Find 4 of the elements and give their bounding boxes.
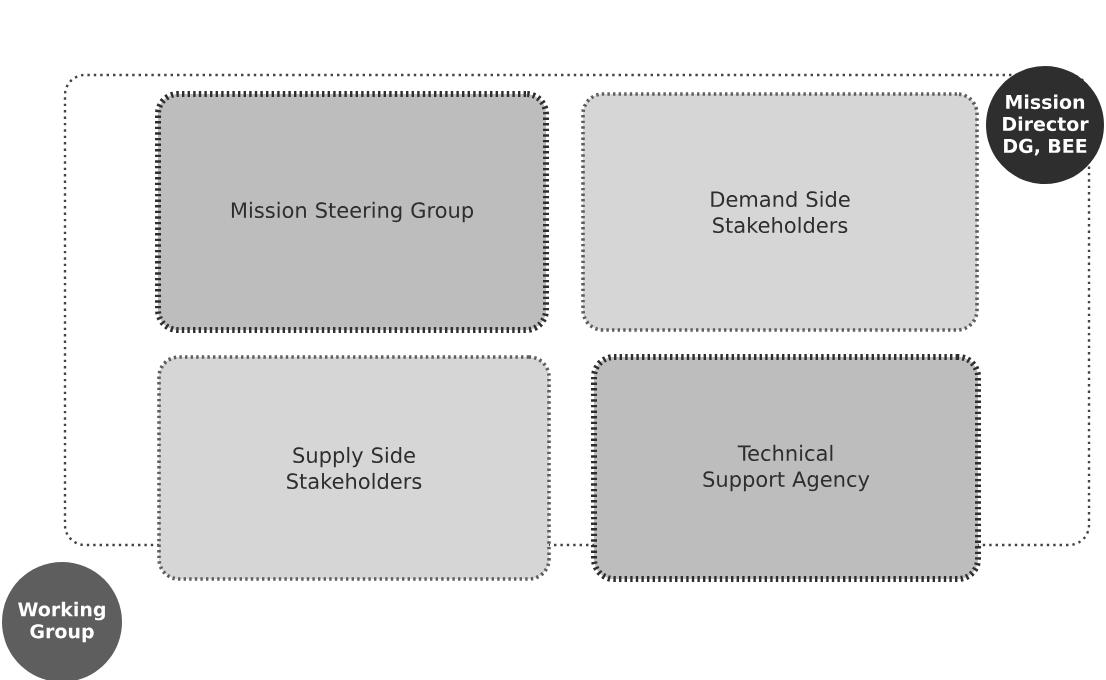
group-box: Technical Support Agency (591, 354, 981, 582)
group-box: Supply Side Stakeholders (157, 355, 551, 581)
group-box: Demand Side Stakeholders (581, 92, 979, 332)
group-box: Mission Steering Group (155, 91, 549, 333)
